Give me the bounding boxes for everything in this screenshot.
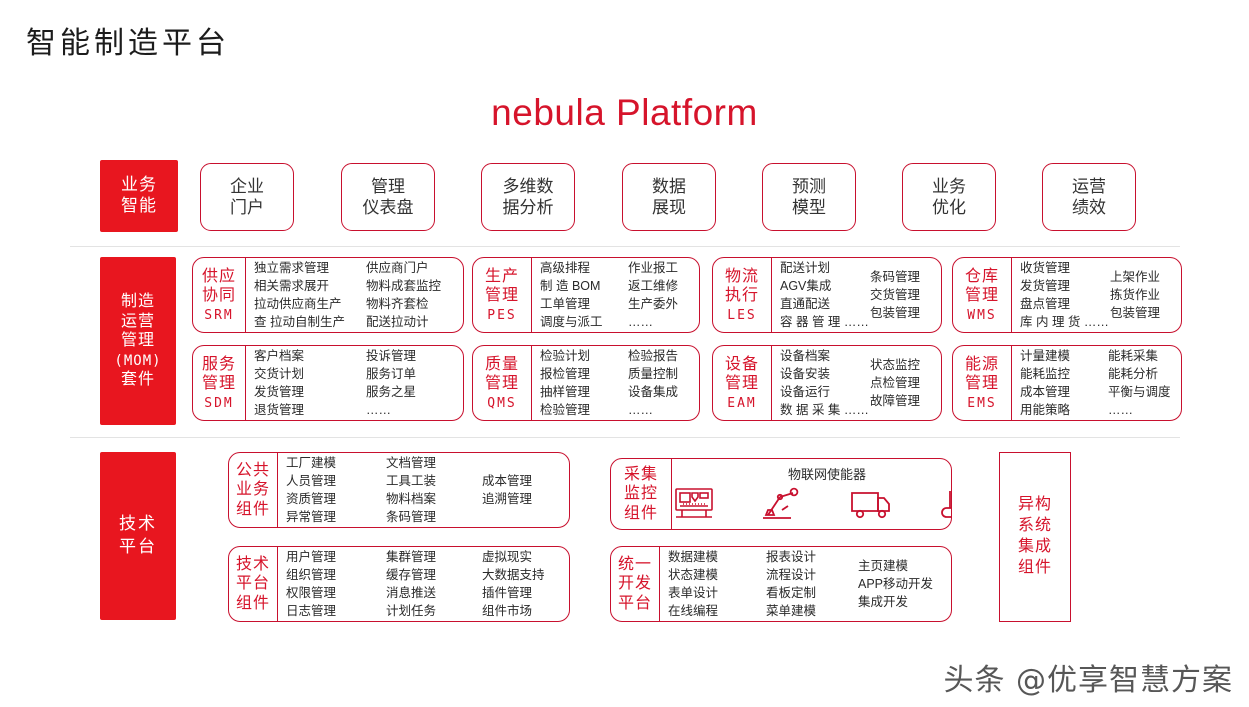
- bi-label-line1: 业务: [121, 175, 157, 195]
- bi-label-line2: 智能: [121, 196, 157, 215]
- module-body-les: 配送计划 AGV集成 直通配送 容 器 管 理 …… 条码管理 交货管理 包装管…: [780, 260, 921, 330]
- module-body-ems: 计量建模 能耗监控 成本管理 用能策略 能耗采集 能耗分析 平衡与调度 ……: [1020, 348, 1171, 418]
- module-label-sdm: 服务 管理 SDM: [193, 346, 246, 420]
- bi-item-enterprise-portal[interactable]: 企业门户: [200, 163, 294, 231]
- module-card-srm[interactable]: 供应 协同 SRM 独立需求管理 相关需求展开 拉动供应商生产 查 拉动自制生产…: [192, 257, 464, 333]
- module-card-les[interactable]: 物流 执行 LES 配送计划 AGV集成 直通配送 容 器 管 理 …… 条码管…: [712, 257, 942, 333]
- body-common-business-components: 工厂建模 人员管理 资质管理 异常管理 文档管理 工具工装 物料档案 条码管理 …: [286, 455, 533, 525]
- label-common-business-components: 公共 业务 组件: [229, 453, 278, 527]
- body-iot-enablers: 物联网使能器: [672, 459, 951, 529]
- card-unified-dev-platform[interactable]: 统一 开发 平台 数据建模 状态建模 表单设计 在线编程 报表设计 流程设计 看…: [610, 546, 952, 622]
- module-label-wms: 仓库 管理 WMS: [953, 258, 1012, 332]
- label-unified-dev-platform: 统一 开发 平台: [611, 547, 660, 621]
- bi-item-prediction-model[interactable]: 预测模型: [762, 163, 856, 231]
- module-body-pes: 高级排程 制 造 BOM 工单管理 调度与派工 作业报工 返工维修 生产委外 ……: [540, 260, 679, 330]
- tech-section-label: 技术 平台: [100, 452, 176, 620]
- module-card-wms[interactable]: 仓库 管理 WMS 收货管理 发货管理 盘点管理 库 内 理 货 …… 上架作业…: [952, 257, 1182, 333]
- bi-section-label: 业务 智能: [100, 160, 178, 232]
- divider-bottom: [70, 437, 1180, 438]
- module-card-ems[interactable]: 能源 管理 EMS 计量建模 能耗监控 成本管理 用能策略 能耗采集 能耗分析 …: [952, 345, 1182, 421]
- module-card-pes[interactable]: 生产 管理 PES 高级排程 制 造 BOM 工单管理 调度与派工 作业报工 返…: [472, 257, 700, 333]
- cnc-machine-icon: [672, 485, 716, 521]
- body-tech-platform-components: 用户管理 组织管理 权限管理 日志管理 集群管理 缓存管理 消息推送 计划任务 …: [286, 549, 545, 619]
- module-label-les: 物流 执行 LES: [713, 258, 772, 332]
- bi-item-management-dashboard[interactable]: 管理仪表盘: [341, 163, 435, 231]
- module-label-qms: 质量 管理 QMS: [473, 346, 532, 420]
- card-collection-monitoring-components[interactable]: 采集 监控 组件 物联网使能器: [610, 458, 952, 530]
- module-body-eam: 设备档案 设备安装 设备运行 数 据 采 集 …… 状态监控 点检管理 故障管理: [780, 348, 921, 418]
- agv-truck-icon: [848, 487, 894, 521]
- bi-item-operation-performance[interactable]: 运营绩效: [1042, 163, 1136, 231]
- bi-item-data-presentation[interactable]: 数据展现: [622, 163, 716, 231]
- module-card-qms[interactable]: 质量 管理 QMS 检验计划 报检管理 抽样管理 检验管理 检验报告 质量控制 …: [472, 345, 700, 421]
- divider-top: [70, 246, 1180, 247]
- module-body-qms: 检验计划 报检管理 抽样管理 检验管理 检验报告 质量控制 设备集成 ……: [540, 348, 679, 418]
- module-label-pes: 生产 管理 PES: [473, 258, 532, 332]
- label-tech-platform-components: 技术 平台 组件: [229, 547, 278, 621]
- platform-brand-title: nebula Platform: [491, 92, 758, 133]
- bi-item-business-optimization[interactable]: 业务优化: [902, 163, 996, 231]
- module-body-sdm: 客户档案 交货计划 发货管理 退货管理 投诉管理 服务订单 服务之星 ……: [254, 348, 417, 418]
- body-unified-dev-platform: 数据建模 状态建模 表单设计 在线编程 报表设计 流程设计 看板定制 菜单建模 …: [668, 549, 934, 619]
- page-title: 智能制造平台: [26, 26, 230, 61]
- module-card-eam[interactable]: 设备 管理 EAM 设备档案 设备安装 设备运行 数 据 采 集 …… 状态监控…: [712, 345, 942, 421]
- bi-item-multidim-analysis[interactable]: 多维数据分析: [481, 163, 575, 231]
- module-body-srm: 独立需求管理 相关需求展开 拉动供应商生产 查 拉动自制生产 供应商门户 物料成…: [254, 260, 442, 330]
- gateway-router-icon: [938, 485, 951, 521]
- mom-section-label: 制造 运营 管理 (MOM) 套件: [100, 257, 176, 425]
- iot-enabler-caption: 物联网使能器: [787, 467, 866, 482]
- card-heterogeneous-integration-components[interactable]: 构 统 成 件 异 系 集 组: [999, 452, 1071, 622]
- module-body-wms: 收货管理 发货管理 盘点管理 库 内 理 货 …… 上架作业 拣货作业 包装管理: [1020, 260, 1161, 330]
- robot-arm-icon: [760, 485, 804, 521]
- module-label-ems: 能源 管理 EMS: [953, 346, 1012, 420]
- module-label-eam: 设备 管理 EAM: [713, 346, 772, 420]
- watermark: 头条 @优享智慧方案: [943, 663, 1233, 698]
- module-label-srm: 供应 协同 SRM: [193, 258, 246, 332]
- card-common-business-components[interactable]: 公共 业务 组件 工厂建模 人员管理 资质管理 异常管理 文档管理 工具工装 物…: [228, 452, 570, 528]
- label-collection-monitoring-components: 采集 监控 组件: [611, 459, 672, 529]
- card-tech-platform-components[interactable]: 技术 平台 组件 用户管理 组织管理 权限管理 日志管理 集群管理 缓存管理 消…: [228, 546, 570, 622]
- module-card-sdm[interactable]: 服务 管理 SDM 客户档案 交货计划 发货管理 退货管理 投诉管理 服务订单 …: [192, 345, 464, 421]
